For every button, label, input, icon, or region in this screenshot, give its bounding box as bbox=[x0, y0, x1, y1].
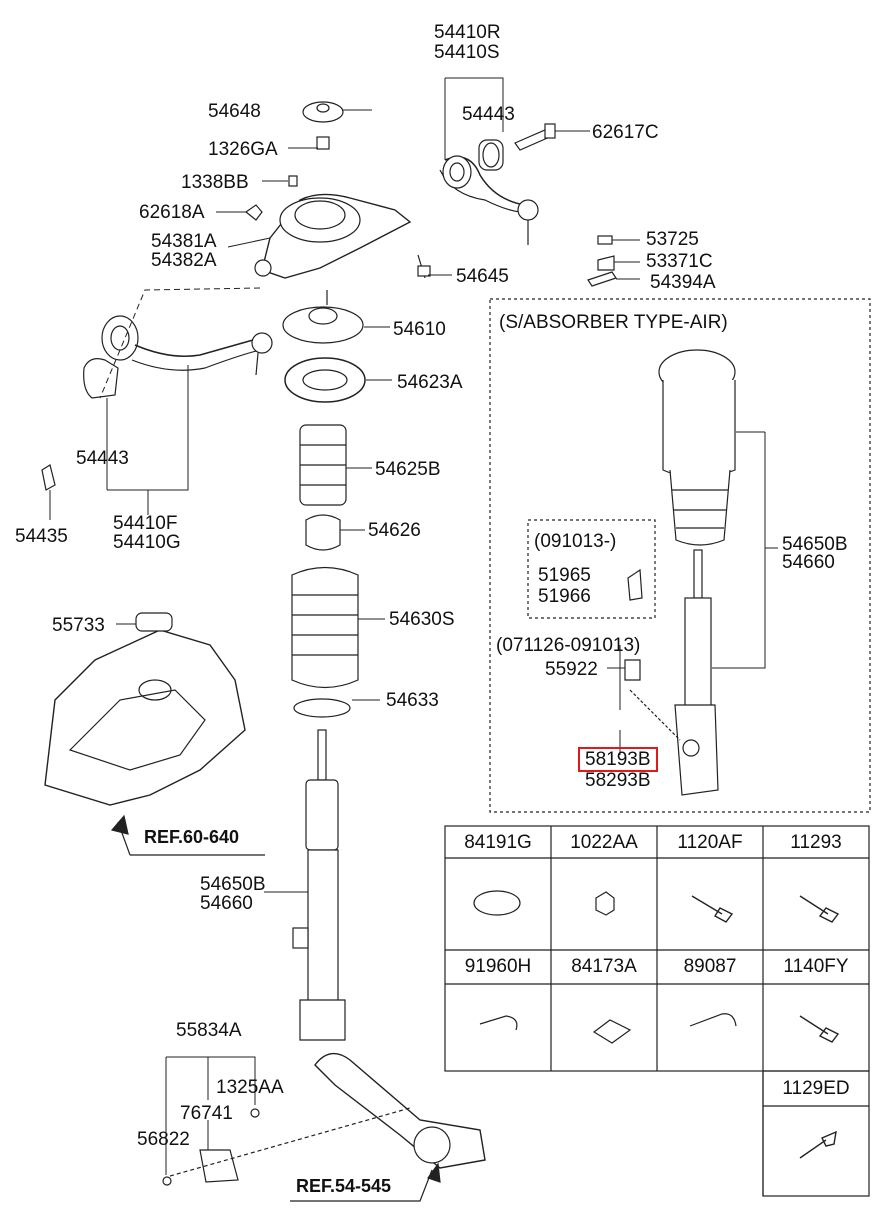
air-type-box bbox=[489, 298, 871, 813]
grid-part-icons bbox=[473, 890, 840, 1159]
grid-label-84173A: 84173A bbox=[571, 956, 637, 977]
label-55733: 55733 bbox=[52, 615, 105, 636]
label-54633: 54633 bbox=[386, 690, 439, 711]
bolt-icon-1120af bbox=[691, 895, 734, 923]
top-mount-drawing bbox=[244, 101, 617, 287]
plug-icon bbox=[473, 890, 521, 916]
grid-label-91960H: 91960H bbox=[464, 956, 532, 977]
label-55834A: 55834A bbox=[176, 1020, 242, 1041]
label-range-071126: (071126-091013) bbox=[496, 635, 641, 656]
grid-label-1140FY: 1140FY bbox=[783, 956, 849, 977]
label-53371C: 53371C bbox=[646, 251, 713, 272]
air-strut-drawing bbox=[624, 349, 736, 796]
label-55922: 55922 bbox=[545, 659, 598, 680]
label-62618A: 62618A bbox=[139, 202, 205, 223]
label-54410G: 54410G bbox=[113, 532, 181, 553]
nut-icon bbox=[595, 891, 615, 916]
label-54382A: 54382A bbox=[151, 250, 217, 271]
label-54648: 54648 bbox=[208, 101, 261, 122]
leader-lines bbox=[49, 77, 778, 1175]
label-58193B-highlighted[interactable]: 58193B bbox=[578, 747, 658, 772]
label-54645: 54645 bbox=[456, 266, 509, 287]
label-54625B: 54625B bbox=[375, 459, 441, 480]
clip-icon-89087 bbox=[689, 1013, 737, 1027]
grid-label-11293: 11293 bbox=[790, 832, 842, 853]
label-54660-air: 54660 bbox=[782, 552, 835, 573]
grid-label-89087: 89087 bbox=[683, 956, 737, 977]
label-54443-left: 54443 bbox=[76, 448, 129, 469]
upper-arm-right-drawing bbox=[439, 123, 556, 245]
label-62617C: 62617C bbox=[592, 122, 659, 143]
label-range-091013: (091013-) bbox=[534, 531, 617, 552]
label-56822: 56822 bbox=[137, 1129, 190, 1150]
label-1338BB: 1338BB bbox=[181, 172, 249, 193]
bolt-icon-1129ed bbox=[799, 1130, 837, 1159]
label-51966: 51966 bbox=[538, 586, 591, 607]
label-1325AA: 1325AA bbox=[216, 1077, 284, 1098]
label-54650B-air: 54650B bbox=[782, 534, 848, 555]
clip-icon-91960h bbox=[479, 1015, 518, 1031]
body-panel-drawing bbox=[44, 612, 246, 806]
air-box-title: (S/ABSORBER TYPE-AIR) bbox=[499, 312, 728, 333]
label-54410F: 54410F bbox=[113, 513, 178, 534]
bolt-icon-11293 bbox=[799, 895, 840, 923]
label-54443-right: 54443 bbox=[462, 104, 515, 125]
parts-grid-lines bbox=[444, 825, 870, 1197]
label-58293B: 58293B bbox=[585, 770, 651, 791]
label-54650B: 54650B bbox=[200, 874, 266, 895]
label-54410S: 54410S bbox=[434, 42, 500, 63]
ref-54-545-link[interactable]: REF.54-545 bbox=[296, 1176, 392, 1196]
grid-label-1022AA: 1022AA bbox=[570, 832, 638, 853]
ref-60-640-link[interactable]: REF.60-640 bbox=[144, 827, 240, 847]
label-54410R: 54410R bbox=[434, 22, 501, 43]
upper-arm-left-drawing bbox=[41, 315, 273, 491]
lower-arm-drawing bbox=[162, 1052, 486, 1186]
strut-drawing bbox=[292, 729, 346, 1041]
label-51965: 51965 bbox=[538, 565, 591, 586]
label-54626: 54626 bbox=[368, 520, 421, 541]
grid-label-1120AF: 1120AF bbox=[677, 832, 743, 853]
label-54435: 54435 bbox=[15, 526, 68, 547]
spring-parts-drawing bbox=[282, 290, 366, 718]
grid-label-1129ED: 1129ED bbox=[782, 1078, 850, 1099]
label-54610: 54610 bbox=[393, 319, 446, 340]
label-53725: 53725 bbox=[646, 229, 699, 250]
bolt-icon-1140fy bbox=[799, 1015, 840, 1043]
ref-arrows bbox=[110, 814, 441, 1202]
label-54623A: 54623A bbox=[397, 372, 463, 393]
grid-label-84191G: 84191G bbox=[464, 832, 532, 853]
label-54660: 54660 bbox=[200, 893, 253, 914]
label-54381A: 54381A bbox=[151, 231, 217, 252]
label-76741: 76741 bbox=[180, 1103, 233, 1124]
label-1326GA: 1326GA bbox=[208, 139, 278, 160]
label-54394A: 54394A bbox=[650, 272, 716, 293]
sensor-sub-box bbox=[527, 519, 656, 619]
pad-icon bbox=[592, 1019, 632, 1044]
label-54630S: 54630S bbox=[389, 609, 455, 630]
